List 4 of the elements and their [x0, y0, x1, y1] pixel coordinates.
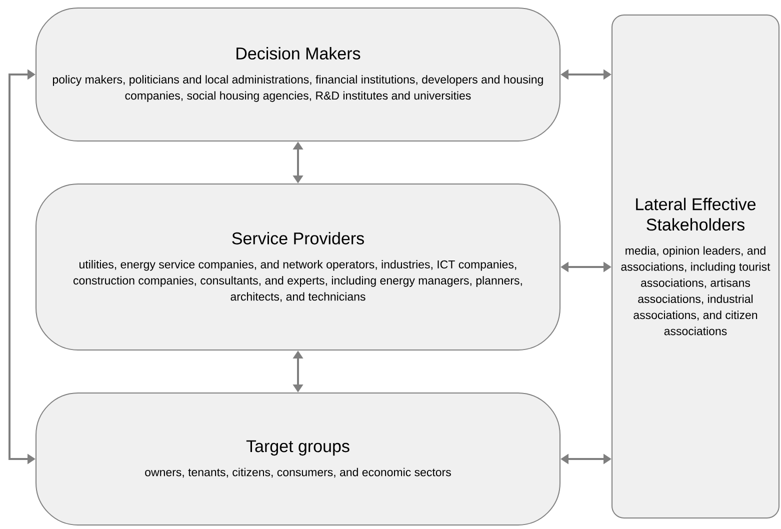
group-box: Target groups owners, tenants, citizens, consumers, and economic sectors	[36, 392, 560, 526]
stakeholder-box: Lateral Effective Stakeholders media, opinion leaders, and associations, including tourist associations, artisans associations, industrial associations, and citizen associations	[612, 14, 780, 518]
group-box: Decision Makers policy makers, politicians and local administrations, financial institutions, developers and housing companies, social housing agencies, R&D institutes and universities	[36, 8, 560, 142]
group-box: Service Providers utilities, energy service companies, and network operators, industries, ICT companies, construction companies, consultants, and experts, including energy managers, planners, architects, and technicians	[36, 184, 560, 350]
